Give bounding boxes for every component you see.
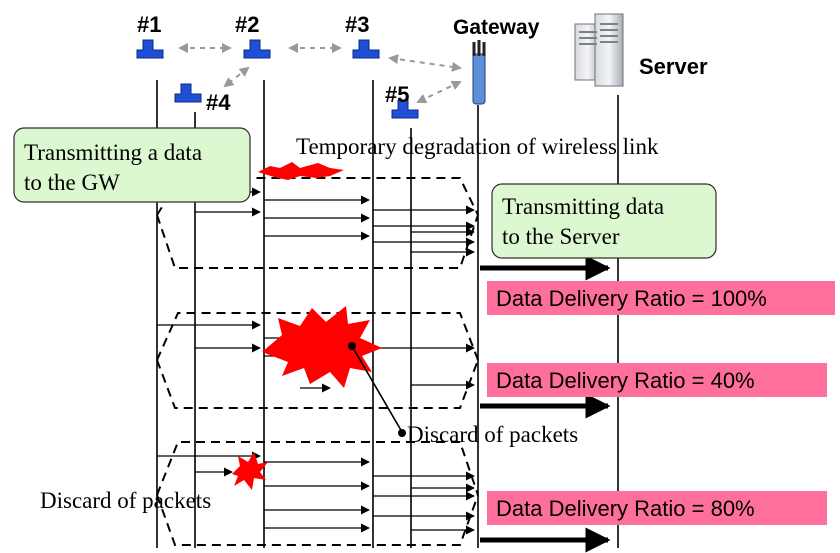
sensor-node-icon xyxy=(352,39,380,59)
transmit-server-text-line1: Transmitting data xyxy=(502,194,664,219)
packet-discard-burst-small xyxy=(232,452,268,490)
discard-caption-right: Discard of packets xyxy=(407,422,578,447)
transmit-gw-text-line1: Transmitting a data xyxy=(24,140,202,165)
server-tower-icon xyxy=(574,13,624,87)
gateway-antenna-icon xyxy=(472,40,486,105)
ratio-text-1: Data Delivery Ratio = 100% xyxy=(496,286,767,311)
round-3-messages xyxy=(156,441,611,553)
sensor-node-icon xyxy=(136,39,164,59)
ratio-text-3: Data Delivery Ratio = 80% xyxy=(496,496,755,521)
server-label: Server xyxy=(639,54,708,79)
transmit-server-text-line2: to the Server xyxy=(502,224,620,249)
degradation-caption: Temporary degradation of wireless link xyxy=(296,134,659,159)
sensor-node-icon xyxy=(174,83,202,103)
discard-caption-left: Discard of packets xyxy=(40,488,211,513)
transmit-gw-callout xyxy=(13,127,251,203)
gateway-label: Gateway xyxy=(453,16,540,39)
node-3-label: #3 xyxy=(345,12,369,37)
link-degradation-burst xyxy=(258,162,344,180)
node-2-label: #2 xyxy=(235,12,259,37)
sensor-node-icon xyxy=(391,99,419,119)
ratio-text-2: Data Delivery Ratio = 40% xyxy=(496,368,755,393)
discard-pointer-line xyxy=(351,345,403,433)
packet-discard-burst-large xyxy=(262,306,382,388)
transmit-gw-text-line2: to the GW xyxy=(24,170,120,195)
sensor-node-icon xyxy=(243,39,271,59)
node-1-label: #1 xyxy=(137,12,161,37)
discard-pointer-dot xyxy=(398,429,406,437)
node-5-label: #5 xyxy=(385,82,409,107)
transmit-server-callout xyxy=(491,183,717,259)
bidirectional-arrow-icon xyxy=(178,43,462,104)
ratio-box-1 xyxy=(487,281,835,315)
ratio-box-2 xyxy=(487,363,827,397)
node-4-label: #4 xyxy=(206,90,231,115)
ratio-box-3 xyxy=(487,491,827,525)
